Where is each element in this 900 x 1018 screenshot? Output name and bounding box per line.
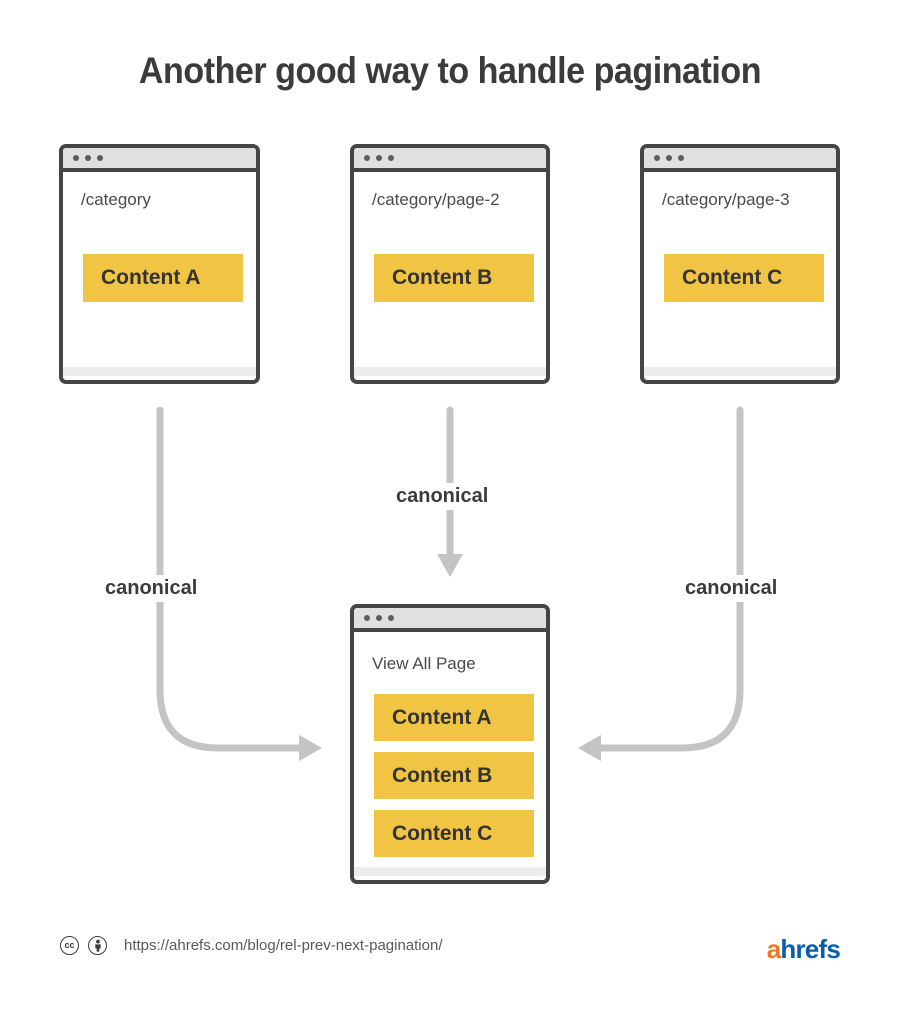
window-dot-icon <box>85 155 91 161</box>
canonical-label-right: canonical <box>679 575 784 602</box>
window-dot-icon <box>364 615 370 621</box>
ahrefs-logo: ahrefs <box>766 934 841 965</box>
window-url-label: View All Page <box>372 654 476 673</box>
browser-window-page-2: /category/page-2 Content B <box>350 144 550 384</box>
content-block: Content A <box>374 694 534 741</box>
window-body: /category/page-2 Content B <box>354 172 546 376</box>
window-body: View All Page Content A Content B Conten… <box>354 632 546 876</box>
window-dot-icon <box>388 155 394 161</box>
window-body: /category/page-3 Content C <box>644 172 836 376</box>
window-titlebar <box>354 608 546 632</box>
window-dot-icon <box>376 615 382 621</box>
window-titlebar <box>644 148 836 172</box>
ahrefs-logo-rest: hrefs <box>780 934 840 964</box>
footer: cc https://ahrefs.com/blog/rel-prev-next… <box>60 936 443 955</box>
browser-window-page-3: /category/page-3 Content C <box>640 144 840 384</box>
window-titlebar <box>354 148 546 172</box>
window-titlebar <box>63 148 256 172</box>
cc-icon: cc <box>60 936 79 955</box>
content-block: Content B <box>374 254 534 302</box>
canonical-label-left: canonical <box>99 575 204 602</box>
window-dot-icon <box>388 615 394 621</box>
canonical-label-middle: canonical <box>390 483 495 510</box>
window-dot-icon <box>666 155 672 161</box>
window-url-label: /category/page-3 <box>662 190 790 209</box>
cc-by-person-icon <box>88 936 107 955</box>
window-body: /category Content A <box>63 172 256 376</box>
ahrefs-logo-a: a <box>766 934 781 964</box>
window-dot-icon <box>364 155 370 161</box>
window-footer-strip <box>354 867 546 876</box>
window-url-label: /category/page-2 <box>372 190 500 209</box>
window-dot-icon <box>654 155 660 161</box>
content-block: Content C <box>374 810 534 857</box>
browser-window-view-all: View All Page Content A Content B Conten… <box>350 604 550 884</box>
browser-window-category: /category Content A <box>59 144 260 384</box>
content-block: Content C <box>664 254 824 302</box>
window-footer-strip <box>354 367 546 376</box>
content-block: Content B <box>374 752 534 799</box>
window-dot-icon <box>678 155 684 161</box>
page-title: Another good way to handle pagination <box>138 50 762 91</box>
content-block: Content A <box>83 254 243 302</box>
window-url-label: /category <box>81 190 151 209</box>
window-footer-strip <box>63 367 256 376</box>
window-dot-icon <box>97 155 103 161</box>
window-dot-icon <box>73 155 79 161</box>
window-dot-icon <box>376 155 382 161</box>
window-footer-strip <box>644 367 836 376</box>
footer-url: https://ahrefs.com/blog/rel-prev-next-pa… <box>124 937 443 954</box>
